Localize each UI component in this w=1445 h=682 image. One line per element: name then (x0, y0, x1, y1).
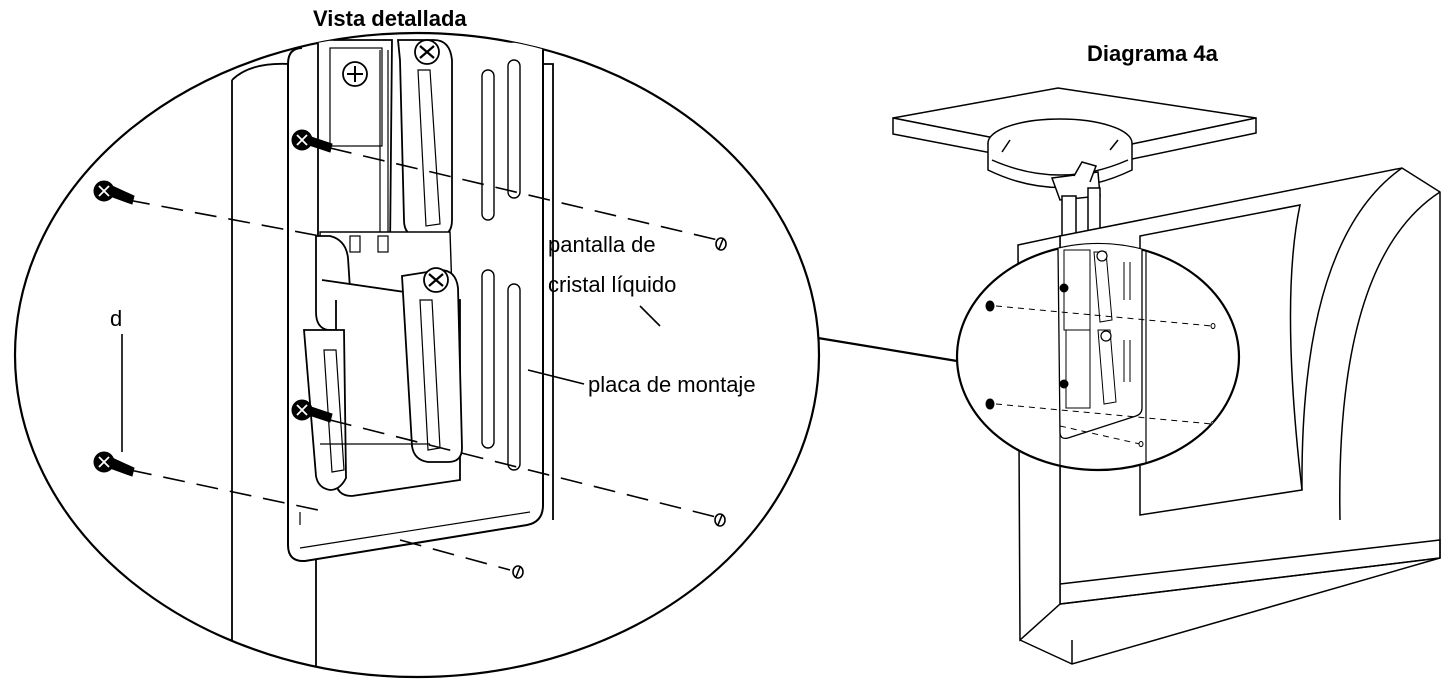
screw-lower-left (93, 451, 135, 477)
small-circle-contents (985, 244, 1216, 470)
screw-upper-left (93, 180, 135, 205)
screw-label: d (110, 306, 123, 331)
mounting-plate-label: placa de montaje (588, 372, 756, 397)
lcd-screen-label-line2: cristal líquido (548, 272, 677, 297)
mounting-holes (512, 237, 727, 579)
screw-upper-plate (291, 129, 333, 153)
guide-lines (127, 147, 721, 571)
detail-view-title: Vista detallada (313, 6, 467, 31)
detail-leader-line (817, 336, 958, 363)
bracket-arms (303, 39, 463, 497)
diagram-title: Diagrama 4a (1087, 41, 1218, 66)
screw-lower-plate (291, 399, 333, 423)
callout-leaders (121, 305, 661, 452)
detail-circle-contents (93, 39, 727, 677)
lcd-screen-label-line1: pantalla de (548, 232, 656, 257)
